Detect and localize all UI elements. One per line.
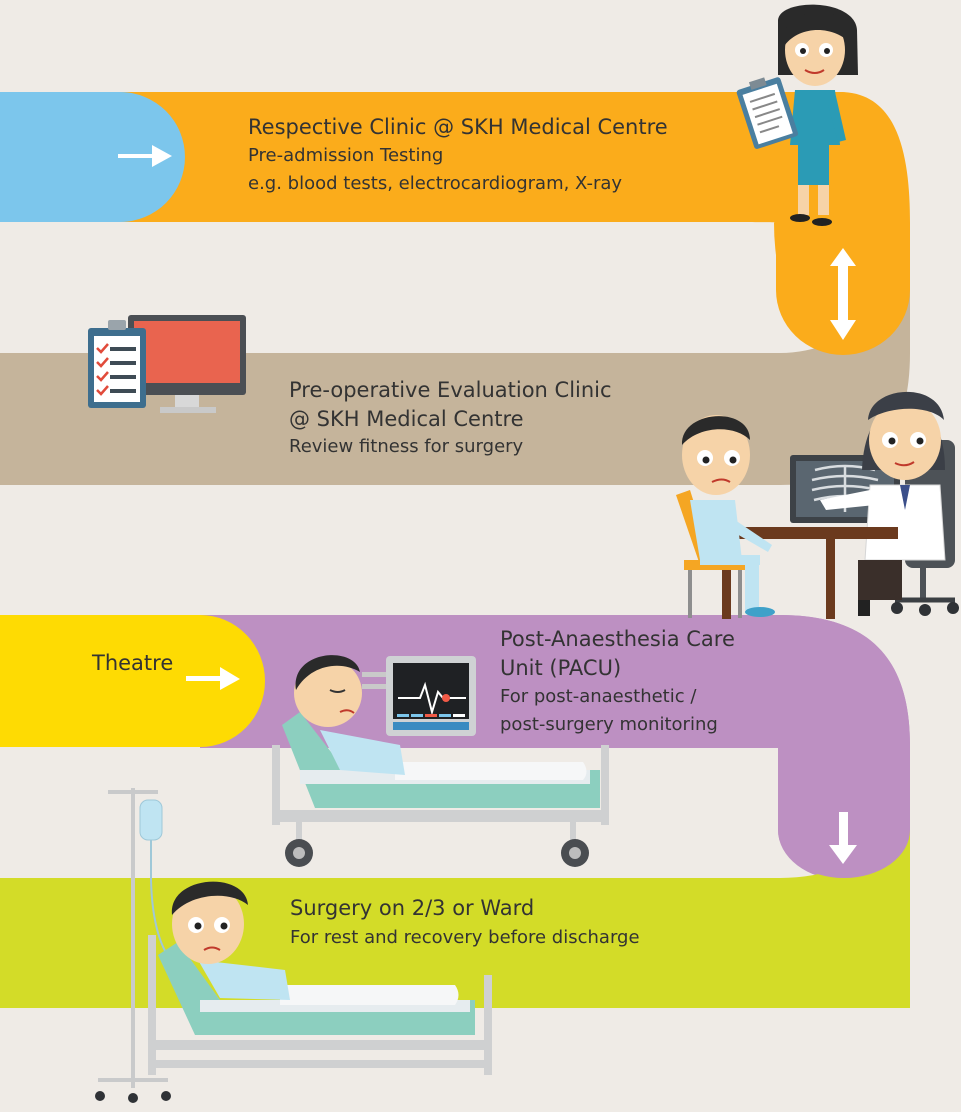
step4-title-line1: Post-Anaesthesia Care bbox=[500, 627, 735, 651]
checklist-icon bbox=[88, 320, 146, 408]
band-pacu bbox=[200, 615, 910, 831]
entry-cap bbox=[0, 92, 185, 222]
right-arrow-icon bbox=[118, 145, 172, 167]
ward-bed-icon bbox=[148, 881, 492, 1075]
step2-title-line1: Pre-operative Evaluation Clinic bbox=[289, 378, 612, 402]
clipboard-icon bbox=[736, 77, 799, 149]
down-arrow-icon bbox=[829, 812, 857, 864]
step3-title: Theatre bbox=[92, 651, 174, 675]
step1-title: Respective Clinic @ SKH Medical Centre bbox=[248, 115, 668, 139]
step4-title-line2: Unit (PACU) bbox=[500, 656, 622, 680]
monitor-icon bbox=[128, 315, 246, 413]
step2-line1: Review fitness for surgery bbox=[289, 436, 524, 457]
double-arrow-icon bbox=[830, 248, 856, 340]
step5-title: Surgery on 2/3 or Ward bbox=[290, 896, 535, 920]
step4-line2: post-surgery monitoring bbox=[500, 714, 718, 735]
step4-line1: For post-anaesthetic / bbox=[500, 686, 697, 707]
step1-line1: Pre-admission Testing bbox=[248, 145, 444, 166]
band-pre-operative bbox=[0, 223, 910, 485]
heart-monitor-icon bbox=[362, 656, 476, 736]
nurse-icon bbox=[778, 4, 858, 226]
band-pre-admission bbox=[0, 92, 840, 222]
theatre-arrow-icon bbox=[186, 667, 240, 690]
theatre-cap bbox=[0, 615, 265, 747]
step2-title-line2: @ SKH Medical Centre bbox=[289, 407, 524, 431]
consultation-scene bbox=[676, 391, 959, 619]
step5-line1: For rest and recovery before discharge bbox=[290, 927, 640, 948]
step1-line2: e.g. blood tests, electrocardiogram, X-r… bbox=[248, 173, 623, 194]
pacu-bed-icon bbox=[272, 655, 609, 867]
